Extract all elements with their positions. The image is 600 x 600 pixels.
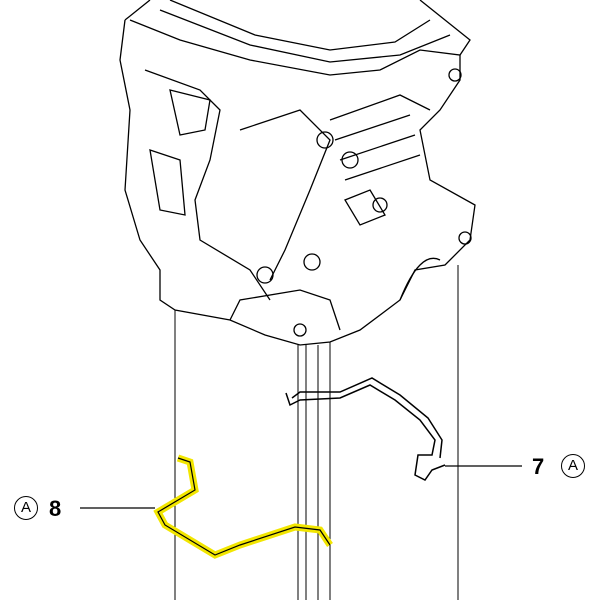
- leader-lines: [80, 465, 522, 509]
- reference-circle-7: A: [561, 454, 585, 478]
- bracket-7-drawing: [285, 377, 446, 481]
- callout-number-7: 7: [532, 454, 545, 479]
- engine-cylinder-drawing: [119, 0, 476, 346]
- reference-circle-8: A: [14, 496, 38, 520]
- bracket-8-highlighted: [153, 454, 333, 559]
- guide-lines: [174, 265, 459, 600]
- callout-number-8: 8: [49, 496, 62, 521]
